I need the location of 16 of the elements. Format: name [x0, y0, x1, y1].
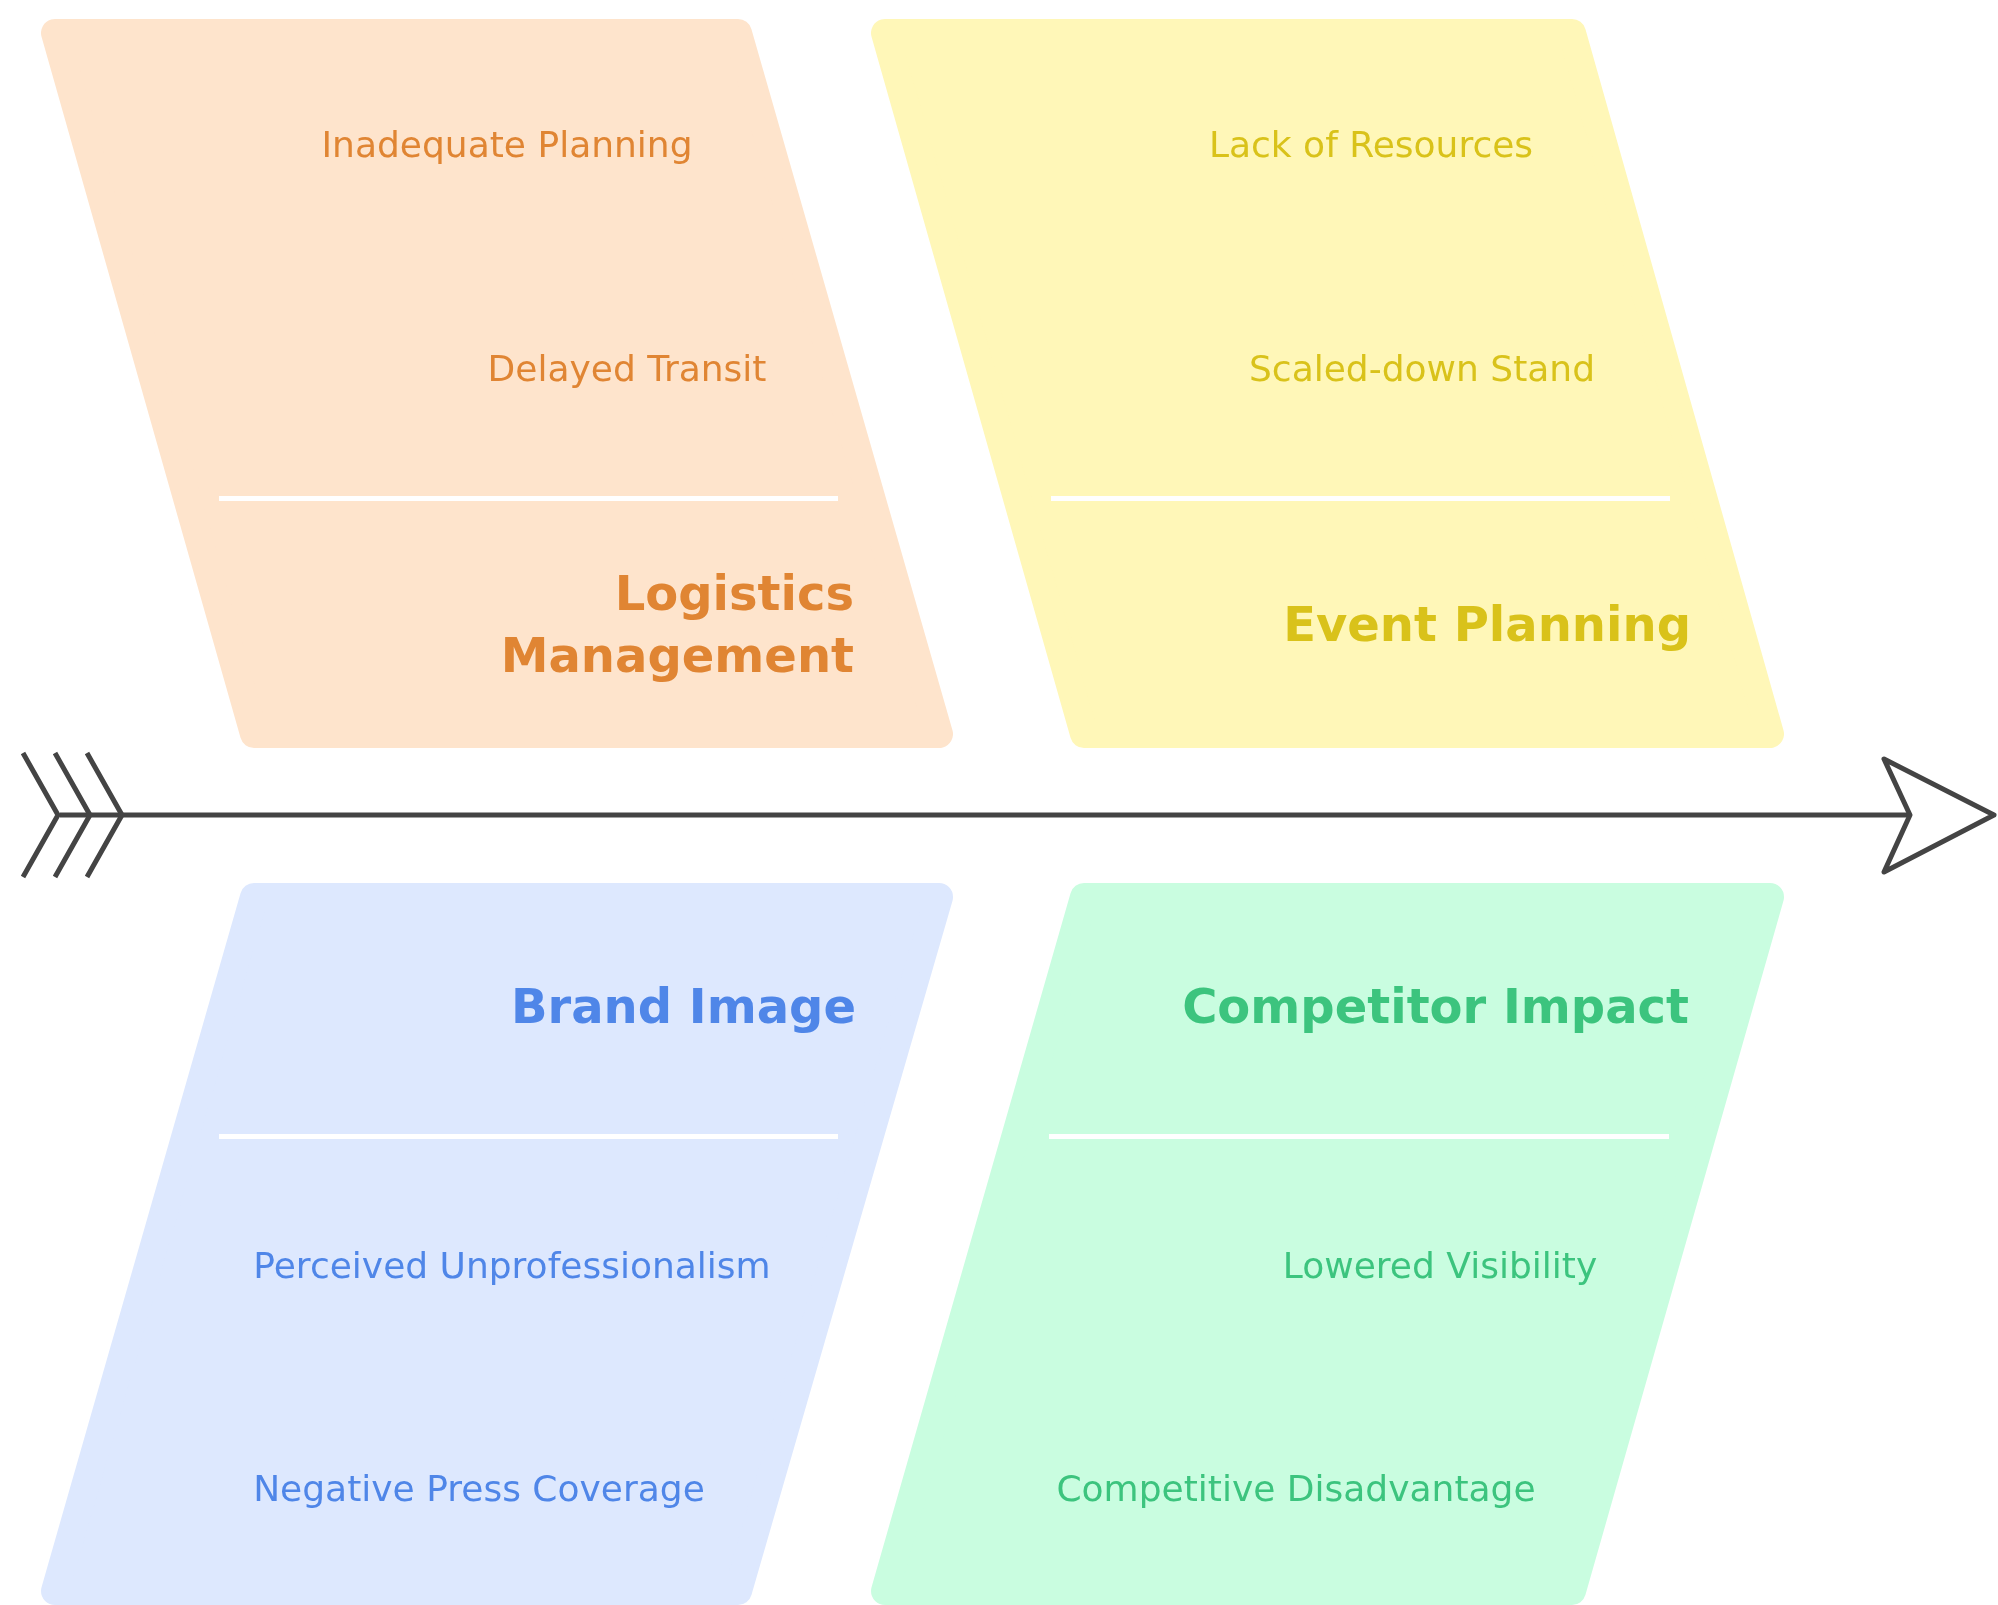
category-heading: Competitor Impact	[1181, 976, 1689, 1036]
cause-label: Inadequate Planning	[321, 123, 693, 165]
cause-label: Competitive Disadvantage	[1056, 1467, 1536, 1509]
cause-card	[871, 883, 1784, 1605]
cause-card	[41, 883, 953, 1605]
cause-label: Lack of Resources	[1208, 123, 1534, 165]
cause-card	[41, 19, 953, 748]
category-heading: Event Planning	[1282, 594, 1691, 654]
cause-card	[871, 19, 1784, 748]
cause-label: Perceived Unprofessionalism	[253, 1244, 771, 1286]
category-heading: Brand Image	[509, 976, 856, 1036]
cause-label: Scaled-down Stand	[1249, 347, 1595, 389]
cause-label: Lowered Visibility	[1282, 1244, 1598, 1286]
cause-label: Negative Press Coverage	[253, 1467, 705, 1509]
cause-label: Delayed Transit	[487, 347, 767, 389]
category-heading: Logistics Management	[499, 563, 854, 685]
